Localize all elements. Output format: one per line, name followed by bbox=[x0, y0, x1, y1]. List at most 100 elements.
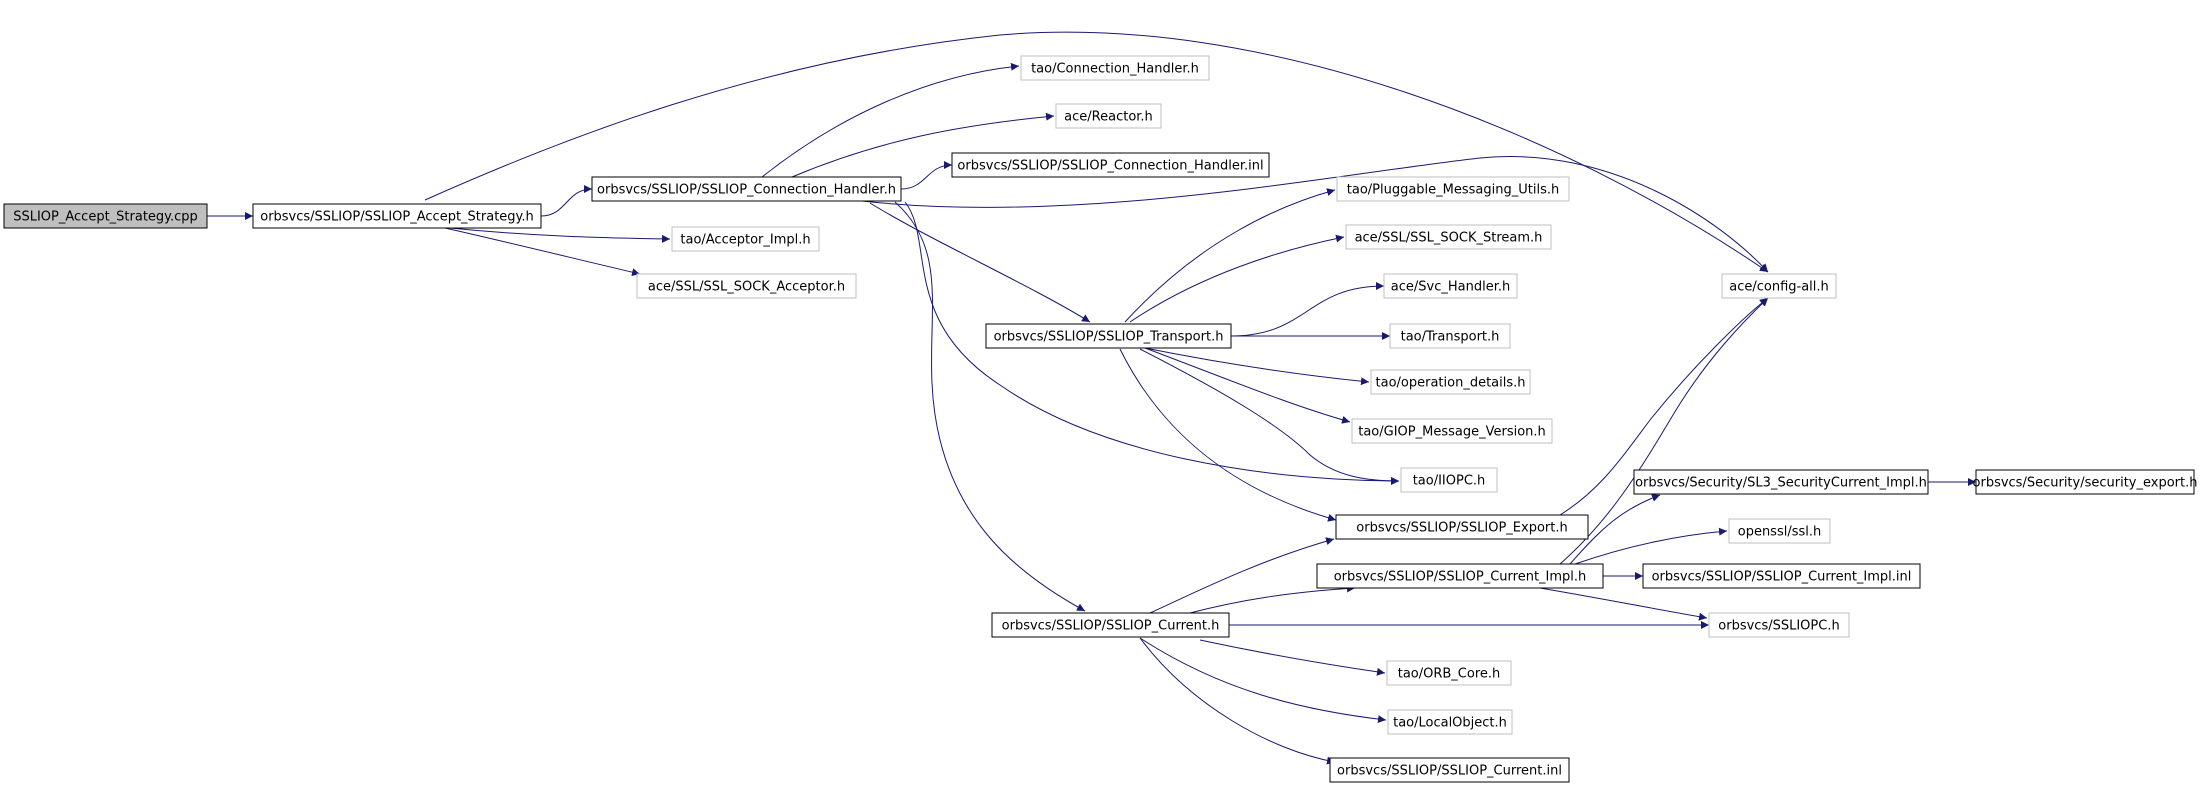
edge-n18-n25 bbox=[1574, 527, 1728, 565]
node-box bbox=[1975, 469, 2195, 495]
edge-n19-n20 bbox=[1199, 639, 1386, 676]
node-box bbox=[252, 203, 542, 229]
node-box bbox=[1316, 563, 1604, 589]
node-label: tao/IIOPC.h bbox=[1413, 474, 1486, 489]
edge-n8-n11 bbox=[1230, 282, 1385, 337]
node-n3[interactable]: tao/Acceptor_Impl.h bbox=[671, 226, 820, 252]
node-box bbox=[671, 226, 820, 252]
edge-n17-n16 bbox=[1559, 297, 1769, 516]
node-n19[interactable]: orbsvcs/SSLIOP/SSLIOP_Current.h bbox=[991, 612, 1230, 638]
node-n13[interactable]: tao/operation_details.h bbox=[1370, 369, 1531, 395]
dependency-edges bbox=[206, 31, 1976, 765]
node-label: tao/LocalObject.h bbox=[1393, 716, 1507, 731]
node-label: tao/ORB_Core.h bbox=[1398, 667, 1501, 682]
node-label: orbsvcs/SSLIOP/SSLIOP_Current.h bbox=[1002, 619, 1220, 634]
node-label: orbsvcs/Security/security_export.h bbox=[1973, 476, 2198, 491]
node-box bbox=[1389, 323, 1511, 349]
edge-n1-n4 bbox=[444, 227, 641, 277]
edge-n18-n23 bbox=[1569, 494, 1661, 565]
edge-n2-n5 bbox=[761, 62, 1020, 178]
node-label: ace/SSL/SSL_SOCK_Acceptor.h bbox=[648, 280, 845, 295]
node-n11[interactable]: ace/Svc_Handler.h bbox=[1383, 273, 1518, 299]
edge-n18-n16 bbox=[1559, 297, 1769, 565]
node-n18[interactable]: orbsvcs/SSLIOP/SSLIOP_Current_Impl.h bbox=[1316, 563, 1604, 589]
node-label: tao/Pluggable_Messaging_Utils.h bbox=[1347, 183, 1559, 198]
node-label: tao/GIOP_Message_Version.h bbox=[1358, 425, 1546, 440]
node-box bbox=[1351, 418, 1553, 444]
node-box bbox=[1386, 660, 1512, 686]
node-n12[interactable]: tao/Transport.h bbox=[1389, 323, 1511, 349]
node-n22[interactable]: orbsvcs/SSLIOP/SSLIOP_Current.inl bbox=[1329, 757, 1570, 783]
node-label: ace/SSL/SSL_SOCK_Stream.h bbox=[1355, 231, 1543, 246]
node-n6[interactable]: ace/Reactor.h bbox=[1055, 103, 1162, 129]
node-label: orbsvcs/SSLIOP/SSLIOP_Connection_Handler… bbox=[957, 159, 1263, 174]
node-box bbox=[1336, 176, 1570, 202]
node-n20[interactable]: tao/ORB_Core.h bbox=[1386, 660, 1512, 686]
node-label: tao/operation_details.h bbox=[1376, 376, 1526, 391]
node-n0[interactable]: SSLIOP_Accept_Strategy.cpp bbox=[3, 203, 208, 229]
node-n9[interactable]: tao/Pluggable_Messaging_Utils.h bbox=[1336, 176, 1570, 202]
edge-n8-n10 bbox=[1129, 234, 1345, 323]
node-box bbox=[1345, 224, 1552, 250]
node-n16[interactable]: ace/config-all.h bbox=[1721, 273, 1837, 299]
node-box bbox=[1335, 514, 1589, 540]
node-box bbox=[1400, 467, 1498, 493]
node-n25[interactable]: openssl/ssl.h bbox=[1728, 518, 1831, 544]
node-box bbox=[1633, 469, 1929, 495]
node-box bbox=[1055, 103, 1162, 129]
edge-n2-n16 bbox=[861, 156, 1769, 273]
node-label: orbsvcs/SSLIOP/SSLIOP_Accept_Strategy.h bbox=[260, 210, 534, 225]
node-box bbox=[951, 152, 1270, 178]
node-n10[interactable]: ace/SSL/SSL_SOCK_Stream.h bbox=[1345, 224, 1552, 250]
node-n23[interactable]: orbsvcs/Security/SL3_SecurityCurrent_Imp… bbox=[1633, 469, 1929, 495]
node-label: orbsvcs/SSLIOP/SSLIOP_Connection_Handler… bbox=[597, 183, 896, 198]
node-box bbox=[1020, 55, 1210, 81]
edge-n8-n14 bbox=[1144, 347, 1351, 424]
node-n2[interactable]: orbsvcs/SSLIOP/SSLIOP_Connection_Handler… bbox=[591, 176, 902, 202]
node-n7[interactable]: orbsvcs/SSLIOP/SSLIOP_Connection_Handler… bbox=[951, 152, 1270, 178]
edge-n19-n22 bbox=[1139, 637, 1336, 765]
edge-n1-n16 bbox=[424, 31, 1769, 273]
node-label: tao/Connection_Handler.h bbox=[1031, 62, 1199, 77]
node-n17[interactable]: orbsvcs/SSLIOP/SSLIOP_Export.h bbox=[1335, 514, 1589, 540]
node-box bbox=[985, 323, 1232, 349]
node-n27[interactable]: orbsvcs/SSLIOPC.h bbox=[1708, 612, 1850, 638]
edge-n2-n19 bbox=[894, 201, 1086, 612]
dependency-nodes: SSLIOP_Accept_Strategy.cpp orbsvcs/SSLIOP… bbox=[3, 55, 2198, 783]
node-n14[interactable]: tao/GIOP_Message_Version.h bbox=[1351, 418, 1553, 444]
node-n5[interactable]: tao/Connection_Handler.h bbox=[1020, 55, 1210, 81]
node-n24[interactable]: orbsvcs/Security/security_export.h bbox=[1973, 469, 2198, 495]
edge-n18-n27 bbox=[1539, 587, 1708, 621]
edge-n19-n17 bbox=[1149, 537, 1335, 614]
node-n21[interactable]: tao/LocalObject.h bbox=[1387, 709, 1513, 735]
node-box bbox=[1728, 518, 1831, 544]
node-n8[interactable]: orbsvcs/SSLIOP/SSLIOP_Transport.h bbox=[985, 323, 1232, 349]
node-label: tao/Acceptor_Impl.h bbox=[680, 233, 810, 248]
edge-n8-n15 bbox=[1139, 348, 1400, 485]
node-n1[interactable]: orbsvcs/SSLIOP/SSLIOP_Accept_Strategy.h bbox=[252, 203, 542, 229]
node-label: ace/Reactor.h bbox=[1064, 110, 1153, 125]
edge-n2-n6 bbox=[791, 112, 1055, 178]
edge-n2-n7 bbox=[900, 161, 953, 190]
node-label: orbsvcs/SSLIOPC.h bbox=[1718, 619, 1839, 634]
node-box bbox=[1708, 612, 1850, 638]
edge-n2-n15 bbox=[904, 201, 1400, 485]
edge-n19-n21 bbox=[1139, 637, 1387, 724]
node-label: orbsvcs/SSLIOP/SSLIOP_Export.h bbox=[1356, 521, 1567, 536]
node-n4[interactable]: ace/SSL/SSL_SOCK_Acceptor.h bbox=[636, 273, 857, 299]
node-box bbox=[1329, 757, 1570, 783]
node-box bbox=[1383, 273, 1518, 299]
node-label: ace/Svc_Handler.h bbox=[1391, 280, 1510, 295]
node-box bbox=[636, 273, 857, 299]
node-box bbox=[3, 203, 208, 229]
node-box bbox=[1370, 369, 1531, 395]
node-label: orbsvcs/Security/SL3_SecurityCurrent_Imp… bbox=[1635, 476, 1927, 491]
node-n26[interactable]: orbsvcs/SSLIOP/SSLIOP_Current_Impl.inl bbox=[1642, 563, 1921, 589]
edge-n1-n3 bbox=[449, 227, 671, 243]
node-label: orbsvcs/SSLIOP/SSLIOP_Current_Impl.h bbox=[1334, 570, 1587, 585]
node-box bbox=[591, 176, 902, 202]
node-label: tao/Transport.h bbox=[1401, 330, 1500, 345]
node-n15[interactable]: tao/IIOPC.h bbox=[1400, 467, 1498, 493]
node-label: orbsvcs/SSLIOP/SSLIOP_Transport.h bbox=[994, 330, 1224, 345]
